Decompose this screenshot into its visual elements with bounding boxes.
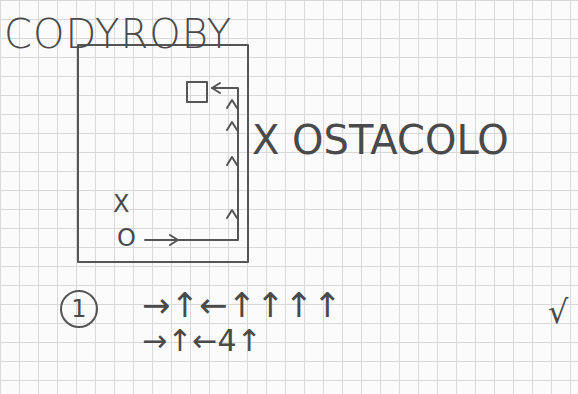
robot-path — [145, 88, 238, 240]
step-number: 1 — [71, 297, 86, 321]
robot-mark: X — [113, 192, 129, 216]
check-mark: √ — [548, 296, 568, 328]
up-arrowhead — [227, 122, 237, 130]
command-row: →↑←↑↑↑↑ — [142, 288, 341, 322]
page-title: CODYROBY — [4, 14, 232, 54]
up-arrowhead — [227, 210, 237, 218]
up-arrowhead — [227, 100, 237, 108]
step-number-circle: 1 — [60, 290, 98, 328]
path-arrowhead — [212, 83, 220, 93]
obstacle-note: X OSTACOLO — [252, 120, 509, 160]
right-arrowhead — [170, 235, 178, 245]
command-row: →↑←4↑ — [142, 326, 262, 356]
grid-square — [78, 45, 248, 262]
up-arrowhead — [227, 157, 237, 165]
goal-square — [187, 82, 207, 102]
start-mark: O — [117, 226, 136, 250]
